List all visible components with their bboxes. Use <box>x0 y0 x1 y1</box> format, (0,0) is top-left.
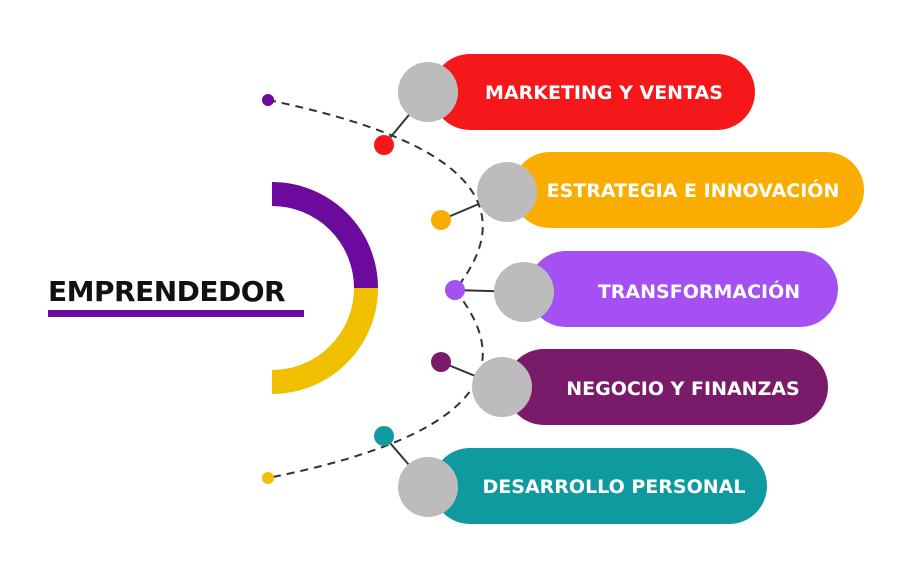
branch-pill <box>528 251 838 327</box>
title-underline <box>48 310 304 317</box>
branch-label: DESARROLLO PERSONAL <box>483 476 746 498</box>
branch-grey-circle <box>398 62 458 122</box>
branch-label: TRANSFORMACIÓN <box>598 279 800 303</box>
half-ring-top-segment <box>271 182 378 289</box>
branch-node-dot <box>431 352 451 372</box>
branch-label: NEGOCIO Y FINANZAS <box>566 378 800 400</box>
branch-item-marketing-y-ventas: MARKETING Y VENTAS <box>374 54 755 155</box>
branch-grey-circle <box>472 357 532 417</box>
branch-item-desarrollo-personal: DESARROLLO PERSONAL <box>374 426 767 524</box>
branch-pill <box>432 448 767 524</box>
branch-label: ESTRATEGIA E INNOVACIÓN <box>547 178 840 202</box>
branch-grey-circle <box>494 262 554 322</box>
branch-item-transformacion: TRANSFORMACIÓN <box>445 251 838 327</box>
dashed-arc-connector <box>267 99 484 479</box>
branch-node-dot <box>431 210 451 230</box>
branch-node-dot <box>374 426 394 446</box>
central-title: EMPRENDEDOR <box>48 275 285 308</box>
branch-pill <box>432 54 755 130</box>
branch-node-dot <box>445 280 465 300</box>
branch-grey-circle <box>398 457 458 517</box>
branch-item-negocio-y-finanzas: NEGOCIO Y FINANZAS <box>431 349 828 425</box>
arc-end-dot-bottom <box>262 472 274 484</box>
branch-pill <box>512 152 864 228</box>
branch-node-dot <box>374 135 394 155</box>
branch-label: MARKETING Y VENTAS <box>485 82 723 104</box>
half-ring-bottom-segment <box>271 287 378 394</box>
branch-pill <box>506 349 828 425</box>
branch-grey-circle <box>477 162 537 222</box>
branch-item-estrategia-e-innovacion: ESTRATEGIA E INNOVACIÓN <box>431 152 864 230</box>
arc-end-dot-top <box>262 94 274 106</box>
